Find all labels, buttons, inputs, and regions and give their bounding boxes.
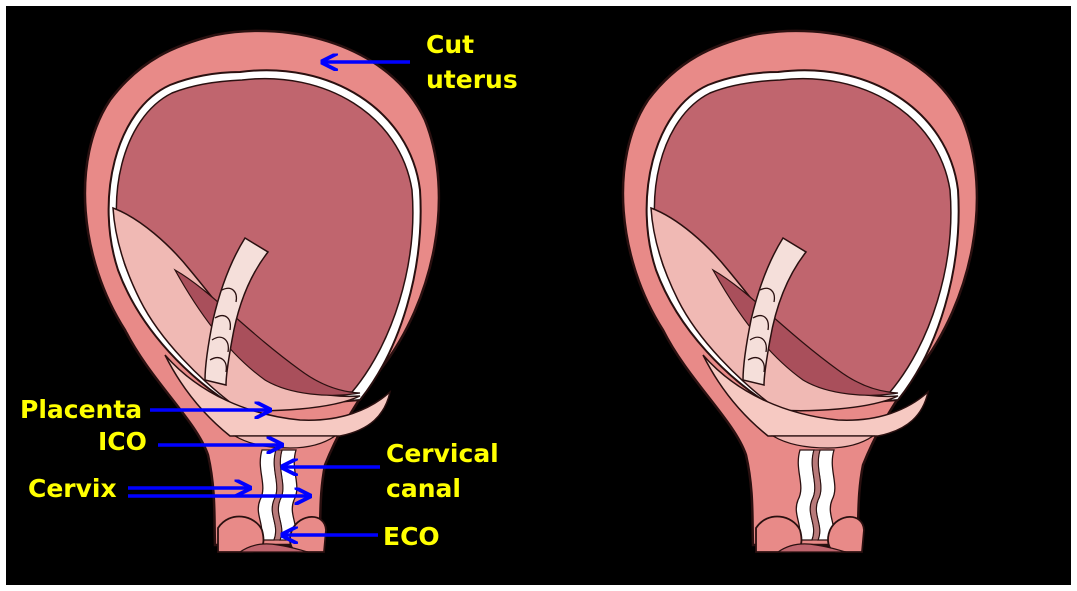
- cervical-canal-label-line1: Cervical: [386, 439, 499, 468]
- cut-uterus-label-line2: uterus: [426, 65, 518, 94]
- cervical-canal-label-line2: canal: [386, 474, 461, 503]
- cut-uterus-label-line1: Cut: [426, 30, 474, 59]
- placenta-label: Placenta: [20, 395, 142, 424]
- eco-label: ECO: [383, 522, 440, 551]
- cervix-label: Cervix: [28, 474, 117, 503]
- ico-label: ICO: [98, 427, 147, 456]
